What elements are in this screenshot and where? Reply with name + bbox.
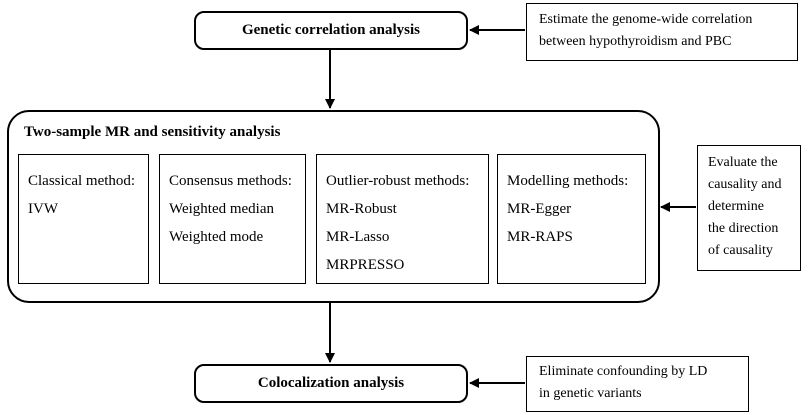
method-heading: Classical method:	[28, 173, 136, 189]
note-line: of causality	[708, 243, 773, 258]
colocalization-note: Eliminate confounding by LD in genetic v…	[526, 356, 749, 412]
genetic-correlation-note: Estimate the genome-wide correlation bet…	[526, 3, 798, 61]
colocalization-title: Colocalization analysis	[257, 375, 405, 391]
note-line: the direction	[708, 221, 779, 236]
mr-analysis-title: Two-sample MR and sensitivity analysis	[24, 124, 281, 140]
method-item: Weighted median	[169, 201, 275, 217]
note-line: causality and	[708, 177, 782, 192]
mr-analysis-note: Evaluate the causality and determine the…	[697, 145, 801, 271]
note-line: between hypothyroidism and PBC	[539, 34, 732, 49]
consensus-methods-box: Consensus methods: Weighted median Weigh…	[159, 154, 306, 284]
modelling-methods-box: Modelling methods: MR-Egger MR-RAPS	[497, 154, 646, 284]
outlier-robust-methods-box: Outlier-robust methods: MR-Robust MR-Las…	[316, 154, 489, 284]
method-item: MRPRESSO	[326, 257, 405, 273]
method-item: IVW	[28, 201, 58, 217]
method-item: MR-Lasso	[326, 229, 390, 245]
genetic-correlation-box: Genetic correlation analysis	[194, 11, 468, 50]
method-item: MR-RAPS	[507, 229, 573, 245]
classical-method-box: Classical method: IVW	[18, 154, 149, 284]
method-heading: Outlier-robust methods:	[326, 173, 470, 189]
method-item: MR-Robust	[326, 201, 397, 217]
note-line: Evaluate the	[708, 155, 778, 170]
method-item: MR-Egger	[507, 201, 572, 217]
genetic-correlation-title: Genetic correlation analysis	[241, 22, 421, 38]
note-line: in genetic variants	[539, 386, 642, 401]
method-heading: Modelling methods:	[507, 173, 629, 189]
method-heading: Consensus methods:	[169, 173, 292, 189]
colocalization-box: Colocalization analysis	[194, 364, 468, 403]
note-line: Estimate the genome-wide correlation	[539, 12, 753, 27]
note-line: Eliminate confounding by LD	[539, 364, 708, 379]
note-line: determine	[708, 199, 764, 214]
method-item: Weighted mode	[169, 229, 264, 245]
